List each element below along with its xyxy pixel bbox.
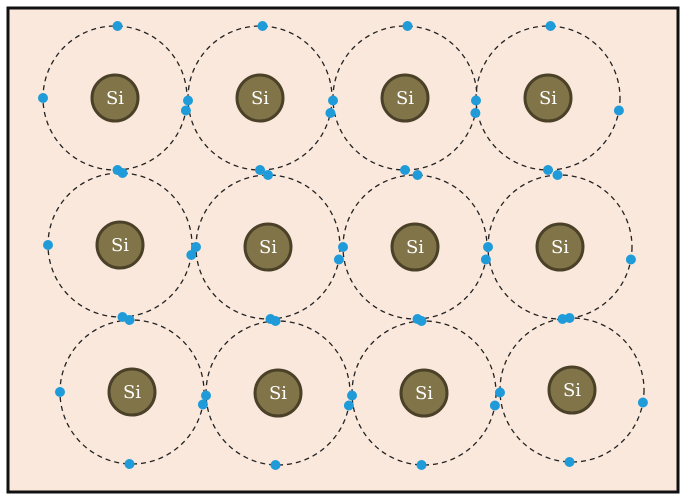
electron-dot <box>343 400 354 411</box>
electron-dot <box>338 242 348 252</box>
atom-label: Si <box>251 88 269 109</box>
electron-dot <box>489 400 500 411</box>
atom-label: Si <box>111 235 129 256</box>
electron-dot <box>564 457 575 467</box>
electron-dot <box>483 242 493 252</box>
electrons-layer <box>38 21 648 470</box>
electron-dot <box>201 390 211 401</box>
electron-dot <box>328 95 338 106</box>
electron-dot <box>564 313 575 323</box>
atom-label: Si <box>123 382 141 403</box>
electron-dot <box>255 165 265 175</box>
electron-dot <box>191 242 201 252</box>
electron-dot <box>625 254 636 265</box>
electron-dot <box>55 387 65 397</box>
electron-dot <box>257 21 268 31</box>
electron-dot <box>543 165 553 175</box>
silicon-nucleus <box>380 73 430 123</box>
electron-dot <box>480 254 491 265</box>
electron-dot <box>112 21 123 31</box>
electron-dot <box>470 108 481 118</box>
atom-label: Si <box>106 88 124 109</box>
silicon-nucleus <box>235 73 285 123</box>
electron-dot <box>38 93 48 103</box>
atom-label: Si <box>539 88 557 109</box>
silicon-nucleus <box>399 368 449 418</box>
silicon-nucleus <box>547 365 597 415</box>
electron-dot <box>124 459 135 469</box>
atom-label: Si <box>415 383 433 404</box>
electron-dot <box>613 105 624 116</box>
electron-dot <box>545 21 556 31</box>
atom-label: Si <box>406 237 424 258</box>
atom-label: Si <box>269 383 287 404</box>
electron-dot <box>416 316 427 326</box>
electron-dot <box>270 316 281 326</box>
electron-dot <box>552 170 563 180</box>
electron-dot <box>263 170 273 180</box>
electron-dot <box>197 399 208 410</box>
electron-dot <box>180 105 191 116</box>
atom-label: Si <box>396 88 414 109</box>
silicon-nucleus <box>243 222 293 272</box>
electron-dot <box>270 460 281 470</box>
silicon-nucleus <box>107 367 157 417</box>
electron-dot <box>495 387 505 398</box>
silicon-nucleus <box>90 73 140 123</box>
electron-dot <box>117 168 128 178</box>
silicon-nucleus <box>535 222 585 272</box>
electron-dot <box>400 165 410 175</box>
electron-dot <box>333 254 344 265</box>
electron-dot <box>183 95 193 106</box>
electron-dot <box>124 315 135 325</box>
electron-dot <box>412 170 423 180</box>
electron-dot <box>325 108 336 118</box>
silicon-nucleus <box>95 220 145 270</box>
electron-dot <box>637 397 648 408</box>
electron-dot <box>43 240 53 250</box>
electron-dot <box>471 95 481 106</box>
silicon-nucleus <box>253 368 303 418</box>
electron-dot <box>186 250 197 260</box>
electron-dot <box>416 460 427 470</box>
silicon-nucleus <box>390 222 440 272</box>
atom-label: Si <box>551 237 569 258</box>
atom-label: Si <box>259 237 277 258</box>
electron-dot <box>347 390 357 401</box>
silicon-nucleus <box>523 73 573 123</box>
atom-label: Si <box>563 380 581 401</box>
electron-dot <box>402 21 413 31</box>
